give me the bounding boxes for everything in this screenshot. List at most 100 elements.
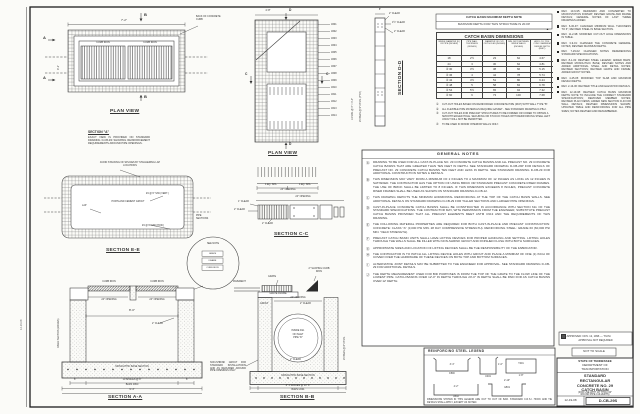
clear-label: 2" CLEAR: [234, 207, 245, 211]
table-cell: 7.32: [531, 87, 553, 92]
dim-label: 8": [186, 377, 189, 381]
table-cell: 6: [462, 92, 483, 98]
rebar-label: #4 BARS @ 8" CTRS.: [343, 336, 346, 360]
pipe-sections-label: PIPE SECTIONS: [196, 214, 209, 220]
table-cell: 18: [437, 56, 462, 62]
revision-note: REV. 3-9-01: CHANGED THE CONCRETE GENERA…: [557, 42, 631, 48]
grate-label: GRATE: [268, 275, 277, 278]
title-block-lines: [556, 357, 634, 407]
revision-text: REV. 6-30-97: CHANGED MINIMUM WALL THICK…: [561, 24, 632, 31]
drawing-subtitle: ROUND PIPE CULVERTS): [580, 393, 610, 397]
table-body: 18 2½ 23 62 4.67 24 3 30 62 4.81 ③ 30 3½…: [436, 56, 553, 99]
table-cell: 5.15: [531, 66, 553, 71]
table-cell: ③ 36: [437, 71, 462, 77]
grate-frame-label: GRATE FRAME: [269, 292, 287, 296]
general-notes-list: Ⓐ DRAWING TO BE USED FOR ALL CAST-IN-PLA…: [366, 160, 550, 286]
revision-text: REV. 8-1-03: REVISED STEEL LEGEND; ADDED…: [561, 58, 632, 75]
note-text: CAST-IN-PLACE CONCRETE CATCH BASINS SHAL…: [373, 204, 550, 220]
callout-label: BACK OF CONCRETE CURB: [196, 15, 221, 21]
plan-view-top-linework: [45, 13, 208, 101]
note-number: ④: [436, 121, 439, 126]
section-cc-linework: [248, 200, 345, 224]
section-note-body: EXACT VIEW IS PROVIDED ON STANDARD DRAWI…: [88, 136, 150, 145]
section-marker-a: A: [43, 75, 46, 80]
drawing-date: 12-19-08: [564, 398, 577, 402]
revision-bullet-icon: [557, 33, 560, 37]
drawing-title: RECTANGULAR: [579, 377, 611, 383]
bar-mark-label: A501: [331, 23, 337, 26]
table-row: 18 2½ 23 62 4.67: [437, 56, 551, 62]
revision-note: REV. 10-6-95: REDRAWN AND CONVERTED TO M…: [557, 10, 631, 23]
revision-note: REV. 12-19-08: REVISED CATCH BASIN MAXIM…: [557, 91, 631, 113]
section-marker-c: C: [245, 72, 248, 76]
rebar-label: #4 @ 9" S/W (HOR.): [142, 224, 165, 227]
note-text: ALL FLEXIBLE PIPE MATERIALS REQUIRE GASK…: [442, 107, 547, 111]
table-row: ③ 42 4½ 51 80 6.24: [437, 76, 553, 82]
general-notes-box: [361, 149, 555, 347]
opening-label: 24" OPENING: [280, 187, 296, 191]
callout-label: AVOID STACKING OF SPLICES BY STAGGERING …: [99, 161, 161, 167]
clear-label: 2" CLEAR: [152, 322, 163, 325]
bar-mark-label: A504: [331, 44, 337, 47]
table-cell: 62: [507, 56, 531, 62]
note-number: ③: [436, 111, 439, 116]
table-cell: 2½: [462, 56, 483, 62]
base-label: MONOLITHIC BASE SECTION: [281, 373, 315, 377]
table-note: ② ALL FLEXIBLE PIPE MATERIALS REQUIRE GA…: [436, 107, 554, 111]
table-cell: 30: [483, 61, 507, 67]
table-cell: 24: [437, 61, 462, 67]
table-cell: 62: [507, 61, 531, 67]
note-key: Ⓑ: [366, 178, 370, 183]
bar-mark-label: A502: [331, 30, 337, 33]
pipe-dia-label: INSIDE DIA.: [291, 329, 305, 332]
general-notes-title: GENERAL NOTES: [436, 150, 480, 156]
bar-label: U401: [485, 375, 491, 378]
depth-note-title: CATCH BASIN MAXIMUM DEPTH NOTE: [465, 14, 523, 19]
note-text: PRECAST CATCH BASIN UNITS SHALL HAVE LIF…: [373, 235, 550, 244]
table-note: ① CUT-OUT HOLES BASED ON REINFORCED CONC…: [436, 102, 554, 106]
detail-note-label: SEE NOTE: [206, 242, 220, 245]
dim-label: 13 SPA. @ 4" = 4'-4": [351, 97, 354, 120]
rebar-label: #4 @ 9" S/W (VERT.): [146, 192, 169, 195]
general-note: Ⓔ THE FOLLOWING MATERIAL PROPERTIES ARE …: [366, 222, 550, 234]
revision-text: REV. 12-19-08: REVISED CATCH BASIN MAXIM…: [561, 90, 632, 113]
curb-iron-label: 2" SLOPING CURB IRON: [308, 267, 330, 273]
note-text: CUT-OUT HOLES FOR PRECAST STRUCTURES TO …: [442, 112, 551, 122]
revision-note: REV. 6-30-97: CHANGED MINIMUM WALL THICK…: [557, 25, 631, 31]
section-note-title: SECTION "A": [88, 130, 110, 134]
table-notes: ① CUT-OUT HOLES BASED ON REINFORCED CONC…: [436, 102, 554, 127]
approval-box-lines: [558, 331, 633, 357]
rebar-label: #4 BARS @ 9" CTRS. (TYP.): [359, 91, 362, 122]
base-label: MONOLITHIC BASE SECTION: [115, 365, 149, 368]
revision-text: REV. 10-6-95: REDRAWN AND CONVERTED TO M…: [561, 10, 632, 23]
table-cell: ③ 30: [437, 66, 462, 72]
approval-line2: APPROVAL NOT REQUIRED: [578, 338, 613, 342]
approval-text: APPROVED: NOV. 12, 1996 — T.M.M.: [566, 334, 612, 338]
bar-mark-label: A506: [331, 58, 337, 61]
legend-title: REINFORCING STEEL LEGEND: [428, 348, 485, 353]
dim-label: 8" 3 SPACES @ 10" 8": [285, 383, 311, 387]
table-cell: ③ 60: [437, 92, 462, 98]
curb-iron-label: CURB IRON: [96, 40, 110, 44]
clear-label: 2" CLEAR: [262, 221, 273, 225]
detail-row-label: CURB IRON: [206, 267, 219, 269]
drawing-number: D-CB-29S: [598, 397, 618, 403]
bar-dim: 1'-8": [518, 373, 524, 377]
bar-label: T401: [518, 362, 524, 365]
bar-mark-label: A513: [331, 107, 337, 110]
revision-text: REV. 4-25-05: MODIFIED TOP SLAB AND MAXI…: [561, 76, 632, 83]
bars-label: BARS F800: [125, 383, 139, 386]
table-cell: 5: [462, 81, 483, 88]
general-note: Ⓖ APPROPRIATE SIZES AND LOCATION OF LIFT…: [366, 246, 550, 251]
drawing-title: STANDARD: [583, 373, 607, 378]
table-header-row: INSIDE DIAMETER (D) OF PIPE (INCHES)PIPE…: [436, 39, 552, 56]
pipe-dia-label: OF INLET: [292, 332, 304, 336]
section-ee-title: SECTION E-E: [106, 248, 140, 253]
approval-line1: APPROVED: NOV. 12, 1996 — T.M.M.: [561, 334, 611, 339]
clear-label: 2" CLEAR: [394, 30, 405, 33]
note-key: Ⓒ: [366, 195, 370, 200]
section-bb-linework: [234, 275, 347, 393]
plan-view-title: PLAN VIEW: [268, 151, 298, 156]
opening-label: 24" OPENING: [295, 195, 311, 198]
